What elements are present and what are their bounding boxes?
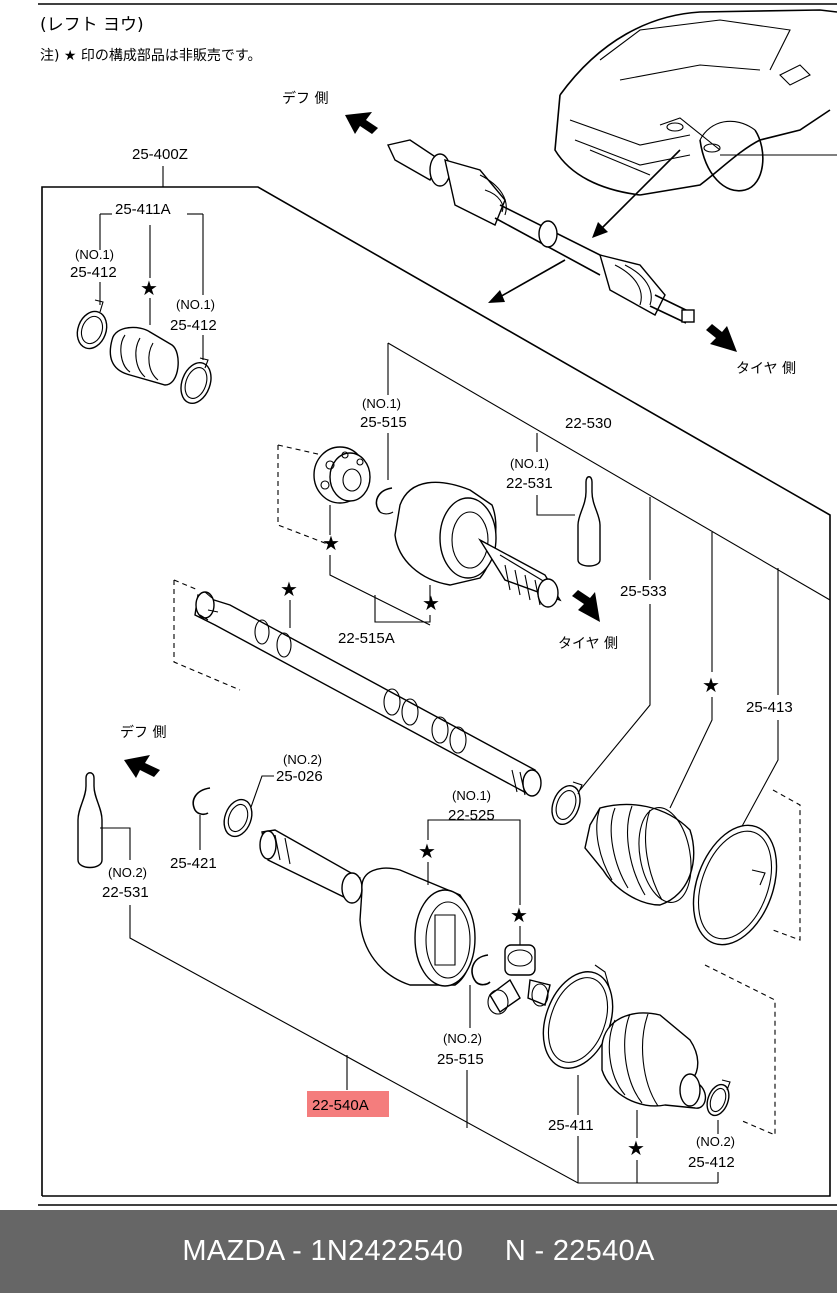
large-clamp-ring-icon	[692, 824, 778, 946]
snap-ring-icon	[192, 787, 211, 816]
non-sale-star-icon: ★	[418, 839, 436, 863]
driveshaft-assembly-overview	[386, 139, 695, 324]
label-no1-b: (NO.1)	[176, 297, 215, 312]
label-no1-a: (NO.1)	[75, 247, 114, 262]
footer-bar: MAZDA - 1N2422540 N - 22540A	[0, 1210, 837, 1293]
label-no1-e: (NO.1)	[452, 788, 491, 803]
footer-part-number: MAZDA - 1N2422540 N - 22540A	[182, 1235, 655, 1267]
non-sale-star-icon: ★	[422, 591, 440, 615]
boot-icon	[109, 326, 179, 386]
outer-boot-icon	[584, 803, 695, 906]
non-sale-star-icon: ★	[280, 577, 298, 601]
clamp-ring-icon	[706, 1079, 731, 1117]
label-22-540A: 22-540A	[312, 1097, 369, 1114]
label-25-533: 25-533	[620, 583, 667, 600]
label-22-530: 22-530	[565, 415, 612, 432]
assembly-frame	[41, 186, 831, 1197]
label-no1-c: (NO.1)	[362, 396, 401, 411]
label-no2-c: (NO.2)	[443, 1031, 482, 1046]
inner-boot-icon	[601, 1012, 707, 1109]
parts-diagram: (レフト ヨウ) 注) ★ 印の構成部品は非販売です。	[38, 3, 837, 1206]
clamp-ring-icon	[551, 781, 583, 826]
label-25-412-a: 25-412	[70, 264, 117, 281]
label-25-411A: 25-411A	[115, 201, 171, 218]
diagram-note: 注) ★ 印の構成部品は非販売です。	[40, 48, 262, 64]
non-sale-star-icon: ★	[510, 903, 528, 927]
inner-joint-housing-icon	[259, 829, 476, 987]
label-25-026: 25-026	[276, 768, 323, 785]
label-25-411: 25-411	[548, 1117, 594, 1134]
tire-side-arrow-top: タイヤ 側	[706, 324, 796, 377]
inner-race-icon	[277, 444, 371, 546]
part-highlight	[307, 1091, 389, 1117]
label-22-515A: 22-515A	[338, 630, 395, 647]
diff-side-arrow-mid: デフ 側	[120, 724, 166, 778]
outer-joint-housing-icon	[394, 481, 562, 608]
label-22-531-b: 22-531	[102, 884, 149, 901]
label-25-400Z: 25-400Z	[132, 146, 188, 163]
car-illustration-icon	[488, 9, 837, 303]
tripod-joint-icon	[487, 944, 551, 1015]
label-25-413: 25-413	[746, 699, 793, 716]
label-22-525: 22-525	[448, 807, 495, 824]
label-no2-a: (NO.2)	[283, 752, 322, 767]
snap-ring-icon	[471, 954, 491, 986]
tire-side-arrow-mid: タイヤ 側	[558, 590, 618, 652]
svg-text:タイヤ 側: タイヤ 側	[736, 361, 796, 377]
label-25-421: 25-421	[170, 855, 217, 872]
clamp-ring-icon	[180, 357, 212, 405]
svg-text:デフ 側: デフ 側	[120, 724, 166, 741]
label-25-515-b: 25-515	[437, 1051, 484, 1068]
label-no1-d: (NO.1)	[510, 456, 549, 471]
label-no2-d: (NO.2)	[696, 1134, 735, 1149]
diff-side-arrow-top: デフ 側	[282, 90, 378, 134]
large-clamp-ring-icon	[542, 964, 614, 1069]
non-sale-star-icon: ★	[702, 673, 720, 697]
diagram-title: (レフト ヨウ)	[40, 15, 144, 35]
non-sale-star-icon: ★	[322, 531, 340, 555]
label-25-412-b: 25-412	[170, 317, 217, 334]
label-22-531-a: 22-531	[506, 475, 553, 492]
label-25-515-a: 25-515	[360, 414, 407, 431]
svg-text:デフ 側: デフ 側	[282, 90, 328, 107]
grease-tube-icon	[77, 772, 103, 869]
label-no2-b: (NO.2)	[108, 865, 147, 880]
non-sale-star-icon: ★	[627, 1136, 645, 1160]
snap-ring-icon	[375, 487, 394, 515]
o-ring-icon	[223, 798, 253, 838]
svg-text:タイヤ 側: タイヤ 側	[558, 636, 618, 652]
grease-tube-icon	[577, 476, 601, 567]
drive-shaft-icon	[173, 579, 542, 797]
clamp-ring-icon	[76, 299, 108, 350]
label-25-412-c: 25-412	[688, 1154, 735, 1171]
non-sale-star-icon: ★	[140, 276, 158, 300]
